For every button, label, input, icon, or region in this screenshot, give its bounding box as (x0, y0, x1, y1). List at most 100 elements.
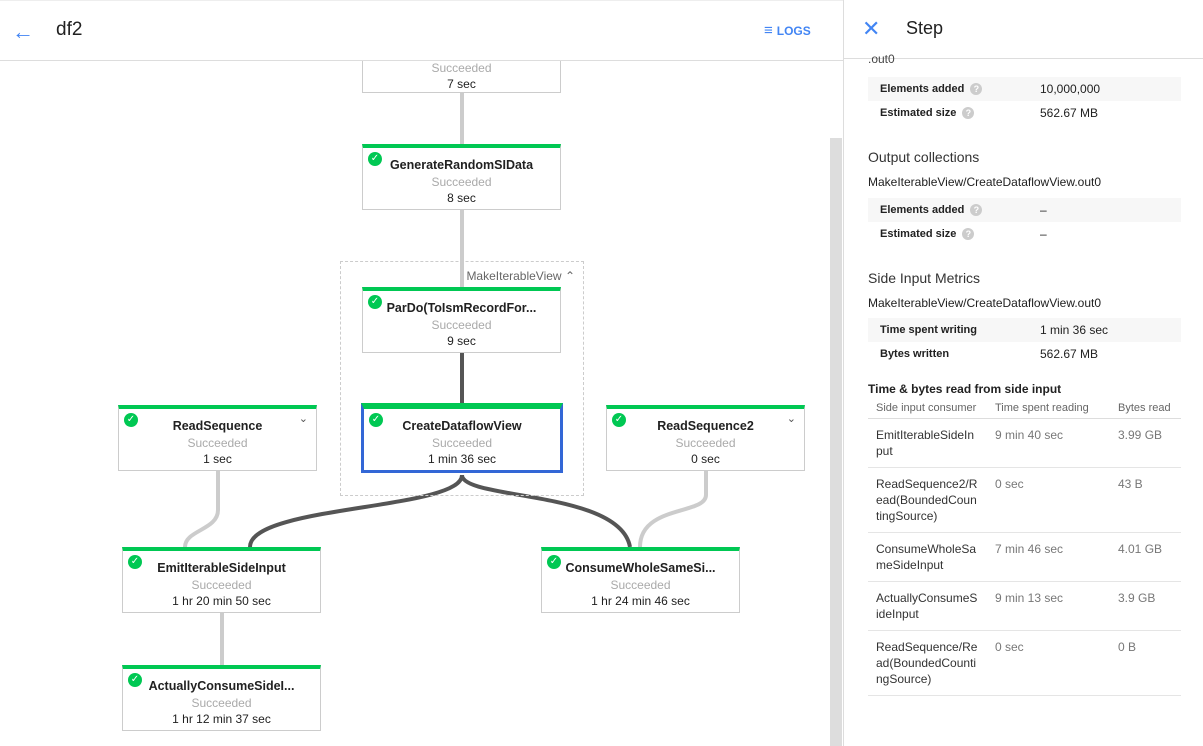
list-icon: ≡ (764, 22, 773, 39)
step-panel: ✕ Step .out0 Elements added? 10,000,000 Es… (843, 0, 1203, 746)
check-circle-icon: ✓ (369, 413, 383, 427)
logs-button[interactable]: ≡LOGS (764, 22, 811, 39)
node-status: Succeeded (191, 696, 252, 710)
node-name: ConsumeWholeSameSi... (565, 561, 716, 575)
help-icon[interactable]: ? (962, 228, 975, 240)
table-cell: EmitIterableSideInput (868, 418, 987, 468)
table-cell: 3.9 GB (1110, 581, 1181, 631)
node-duration: 0 sec (691, 452, 720, 466)
node-duration: 9 sec (447, 334, 476, 348)
table-cell: ActuallyConsumeSideInput (868, 581, 987, 631)
table-row: ReadSequence/Read(BoundedCountingSource)… (868, 630, 1181, 696)
close-icon[interactable]: ✕ (862, 16, 881, 41)
logs-label: LOGS (776, 23, 811, 38)
metric-label: Estimated size (880, 107, 957, 119)
side-metrics: Time spent writing 1 min 36 sec Bytes wri… (868, 318, 1181, 366)
table-cell: ReadSequence/Read(BoundedCountingSource) (868, 630, 987, 696)
table-cell: 3.99 GB (1110, 418, 1181, 468)
node-status: Succeeded (191, 578, 252, 592)
node-status: Succeeded (431, 175, 492, 189)
step-node[interactable]: ✓ ActuallyConsumeSideI... Succeeded 1 hr 12… (122, 665, 321, 731)
side-input-name: MakeIterableView/CreateDataflowView.out0 (868, 296, 1102, 310)
node-status: Succeeded (675, 436, 736, 450)
node-name: ParDo(ToIsmRecordFor... (386, 301, 537, 315)
table-cell: 43 B (1110, 467, 1181, 533)
table-cell: 4.01 GB (1110, 532, 1181, 582)
help-icon[interactable]: ? (970, 204, 983, 216)
metric-value: – (1040, 227, 1047, 241)
table-cell: 0 sec (987, 630, 1110, 696)
node-name: GenerateRandomSIData (389, 158, 534, 172)
group-make-iterable-view[interactable]: MakeIterableView ⌃ (340, 261, 584, 496)
table-cell: ReadSequence2/Read(BoundedCountingSource… (868, 467, 987, 533)
edge (248, 474, 464, 548)
node-name: CreateDataflowView (402, 419, 522, 433)
top-header: ← df2 ≡LOGS (0, 0, 843, 61)
check-circle-icon: ✓ (128, 673, 142, 687)
node-duration: 1 hr 24 min 46 sec (591, 594, 690, 608)
metric-label: Time spent writing (880, 324, 977, 336)
group-collapse-toggle[interactable]: MakeIterableView ⌃ (466, 269, 575, 283)
node-duration: 1 hr 12 min 37 sec (172, 712, 271, 726)
metric-value: 562.67 MB (1040, 347, 1099, 361)
check-circle-icon: ✓ (368, 152, 382, 166)
input-metrics: Elements added? 10,000,000 Estimated size… (868, 77, 1181, 125)
check-circle-icon: ✓ (547, 555, 561, 569)
node-duration: 7 sec (447, 77, 476, 91)
input-collection-name: .out0 (868, 52, 895, 66)
graph-view: MakeIterableView ⌃ Succeeded 7 sec ✓ Gener… (0, 0, 843, 746)
section-heading: Side Input Metrics (868, 270, 981, 286)
column-header: Bytes read (1110, 398, 1181, 419)
node-status: Succeeded (431, 436, 493, 450)
node-name: ActuallyConsumeSideI... (148, 679, 295, 693)
graph-edges (183, 93, 708, 665)
check-circle-icon: ✓ (124, 413, 138, 427)
metric-label: Estimated size (880, 228, 957, 240)
metric-label: Bytes written (880, 348, 950, 360)
node-duration: 1 sec (203, 452, 232, 466)
metric-value: 562.67 MB (1040, 106, 1099, 120)
edge (460, 474, 632, 548)
step-node[interactable]: ✓ ConsumeWholeSameSi... Succeeded 1 hr 24 m… (541, 547, 740, 613)
metric-value: 1 min 36 sec (1040, 323, 1109, 337)
metric-label: Elements added (880, 204, 965, 216)
node-duration: 1 min 36 sec (427, 452, 497, 466)
edge (183, 471, 220, 548)
group-label: MakeIterableView (466, 269, 562, 283)
node-status: Succeeded (431, 318, 492, 332)
help-icon[interactable]: ? (962, 107, 975, 119)
vertical-scrollbar[interactable] (830, 138, 842, 746)
panel-title: Step (906, 18, 944, 38)
node-status: Succeeded (610, 578, 671, 592)
edge (638, 471, 708, 548)
chevron-down-icon[interactable]: ⌄ (786, 413, 796, 425)
section-heading: Time & bytes read from side input (868, 382, 1062, 396)
table-cell: 0 B (1110, 630, 1181, 696)
output-metrics: Elements added?– Estimated size?– (868, 198, 1181, 246)
column-header: Side input consumer (868, 398, 987, 419)
chevron-down-icon[interactable]: ⌄ (298, 413, 308, 425)
check-circle-icon: ✓ (612, 413, 626, 427)
table-cell: ConsumeWholeSameSideInput (868, 532, 987, 582)
job-title: df2 (56, 19, 83, 40)
table-cell: 9 min 13 sec (987, 581, 1110, 631)
node-name: ReadSequence (172, 419, 263, 433)
back-arrow-icon[interactable]: ← (12, 19, 34, 44)
node-status: Succeeded (187, 436, 248, 450)
table-cell: 9 min 40 sec (987, 418, 1110, 468)
node-duration: 1 hr 20 min 50 sec (172, 594, 271, 608)
metric-label: Elements added (880, 83, 965, 95)
node-name: ReadSequence2 (657, 419, 754, 433)
table-cell: 7 min 46 sec (987, 532, 1110, 582)
help-icon[interactable]: ? (970, 83, 983, 95)
metric-value: 10,000,000 (1040, 82, 1101, 96)
